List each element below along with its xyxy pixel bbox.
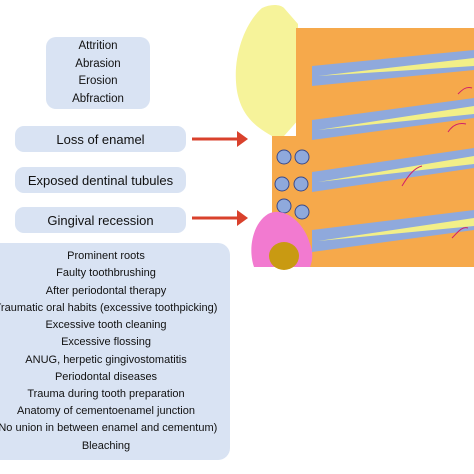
mechanism-attrition: Attrition [78, 40, 118, 52]
gingival-recession-label: Gingival recession [47, 212, 154, 228]
cause-item: Excessive tooth cleaning [45, 319, 167, 332]
loss-of-enamel-box: Loss of enamel [15, 126, 186, 152]
exposed-tubules-box: Exposed dentinal tubules [15, 167, 186, 193]
gingival-recession-box: Gingival recession [15, 207, 186, 233]
nerve-fiber [401, 165, 423, 187]
cause-item: Bleaching [81, 439, 131, 452]
cause-item: Excessive flossing [61, 336, 151, 349]
tubule-opening [276, 198, 292, 214]
nerve-fiber [451, 227, 469, 239]
mechanisms-box: Attrition Abrasion Erosion Abfraction [46, 37, 150, 109]
tubule-opening [294, 204, 310, 220]
cause-item: Prominent roots [67, 250, 145, 263]
tubule-streak [318, 218, 474, 241]
cause-item: After periodontal therapy [45, 284, 167, 297]
causes-box: Prominent roots Faulty toothbrushing Aft… [0, 243, 230, 460]
mechanism-abrasion: Abrasion [75, 57, 121, 70]
nerve-fiber [447, 123, 467, 133]
cause-item: Faulty toothbrushing [56, 267, 156, 280]
cause-item: Traumatic oral habits (excessive toothpi… [0, 301, 218, 314]
nerve-fiber [457, 87, 473, 95]
tubule-streak [318, 58, 474, 76]
cause-item: Anatomy of cementoenamel junction [17, 405, 195, 418]
loss-of-enamel-label: Loss of enamel [56, 131, 145, 147]
cause-item: ANUG, herpetic gingivostomatitis [25, 353, 187, 366]
tubule-streak [318, 156, 474, 182]
tubule-streak [318, 106, 474, 130]
cementum [269, 242, 299, 270]
exposed-tubules-label: Exposed dentinal tubules [27, 172, 174, 188]
cause-item: Periodontal diseases [54, 370, 158, 383]
mechanism-erosion: Erosion [78, 75, 118, 87]
tubule-opening [294, 149, 310, 165]
tubule-opening [274, 176, 290, 192]
cause-item: (No union in between enamel and cementum… [0, 422, 218, 435]
tubule-opening [293, 176, 309, 192]
cause-item: Trauma during tooth preparation [27, 387, 185, 400]
mechanism-abfraction: Abfraction [72, 92, 124, 105]
arrow-to-enamel [192, 131, 248, 147]
arrow-to-gingiva [192, 210, 248, 226]
tubule-opening [276, 149, 292, 165]
